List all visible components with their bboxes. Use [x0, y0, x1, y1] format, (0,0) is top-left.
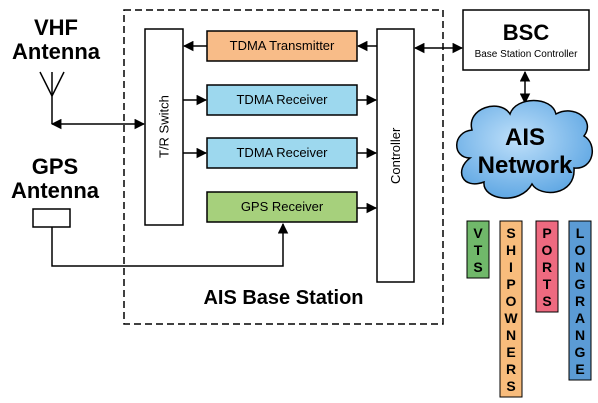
tdma-transmitter-label: TDMA Transmitter [229, 38, 335, 53]
vhf-antenna-label: VHF Antenna [0, 16, 112, 64]
client-letter: P [542, 225, 552, 241]
ais-network-cloud [456, 99, 594, 199]
client-letter: N [574, 327, 586, 343]
client-letter: E [506, 344, 516, 360]
bsc-subtitle: Base Station Controller [474, 49, 578, 60]
client-letter: L [575, 225, 585, 241]
client-bars-group [466, 220, 592, 398]
tr-switch-label: T/R Switch [156, 95, 172, 159]
client-letter: G [574, 276, 586, 292]
bsc-title: BSC [502, 20, 550, 45]
client-letter: T [542, 276, 552, 292]
client-letter: V [473, 225, 483, 241]
client-letter: O [574, 242, 586, 258]
gps-receiver-box [206, 191, 358, 223]
controller-box [376, 28, 415, 283]
client-letter: S [473, 259, 483, 275]
client-letter: N [574, 259, 586, 275]
client-letter: R [574, 293, 586, 309]
client-bar-shipowners [499, 220, 523, 398]
base-station-enclosure [123, 9, 444, 325]
bsc-box [462, 9, 590, 71]
client-letter: R [505, 361, 517, 377]
client-letter: S [506, 225, 516, 241]
controller-label: Controller [388, 127, 403, 184]
client-letter: W [504, 310, 518, 326]
tdma-receiver-1-label: TDMA Receiver [236, 92, 328, 107]
network-label-line-1: AIS [504, 124, 545, 151]
client-bar-ports [535, 220, 559, 313]
network-label-line-2: Network [477, 152, 573, 179]
client-letter: I [509, 259, 513, 275]
client-letter: A [574, 310, 586, 326]
client-letter: P [506, 276, 516, 292]
client-letter: N [505, 327, 517, 343]
tr-switch-box [144, 28, 184, 226]
vhf-label-line-2: Antenna [12, 39, 100, 64]
client-bar-longrange [568, 220, 592, 381]
ais-network-label: AIS Network [470, 124, 580, 180]
gps-label-line-1: GPS [31, 154, 79, 179]
client-letter: S [506, 378, 516, 394]
client-letter: T [473, 242, 483, 258]
client-letter: H [505, 242, 517, 258]
gps-antenna-to-receiver-line [51, 222, 289, 267]
client-letter: O [505, 293, 517, 309]
client-letter: G [574, 344, 586, 360]
gps-label-line-2: Antenna [11, 178, 99, 203]
client-letter: O [541, 242, 553, 258]
tdma-receiver-2-label: TDMA Receiver [236, 145, 328, 160]
client-letter: E [575, 361, 585, 377]
gps-antenna-label: GPS Antenna [0, 155, 110, 203]
tdma-transmitter-box [206, 30, 358, 62]
base-station-label: AIS Base Station [203, 287, 364, 309]
gps-receiver-label: GPS Receiver [240, 199, 324, 214]
client-bar-vts [466, 220, 490, 279]
gps-antenna-icon [32, 208, 71, 228]
vhf-label-line-1: VHF [34, 15, 78, 40]
client-letter: S [542, 293, 552, 309]
vhf-antenna-icon [39, 71, 65, 124]
client-letter: R [541, 259, 553, 275]
